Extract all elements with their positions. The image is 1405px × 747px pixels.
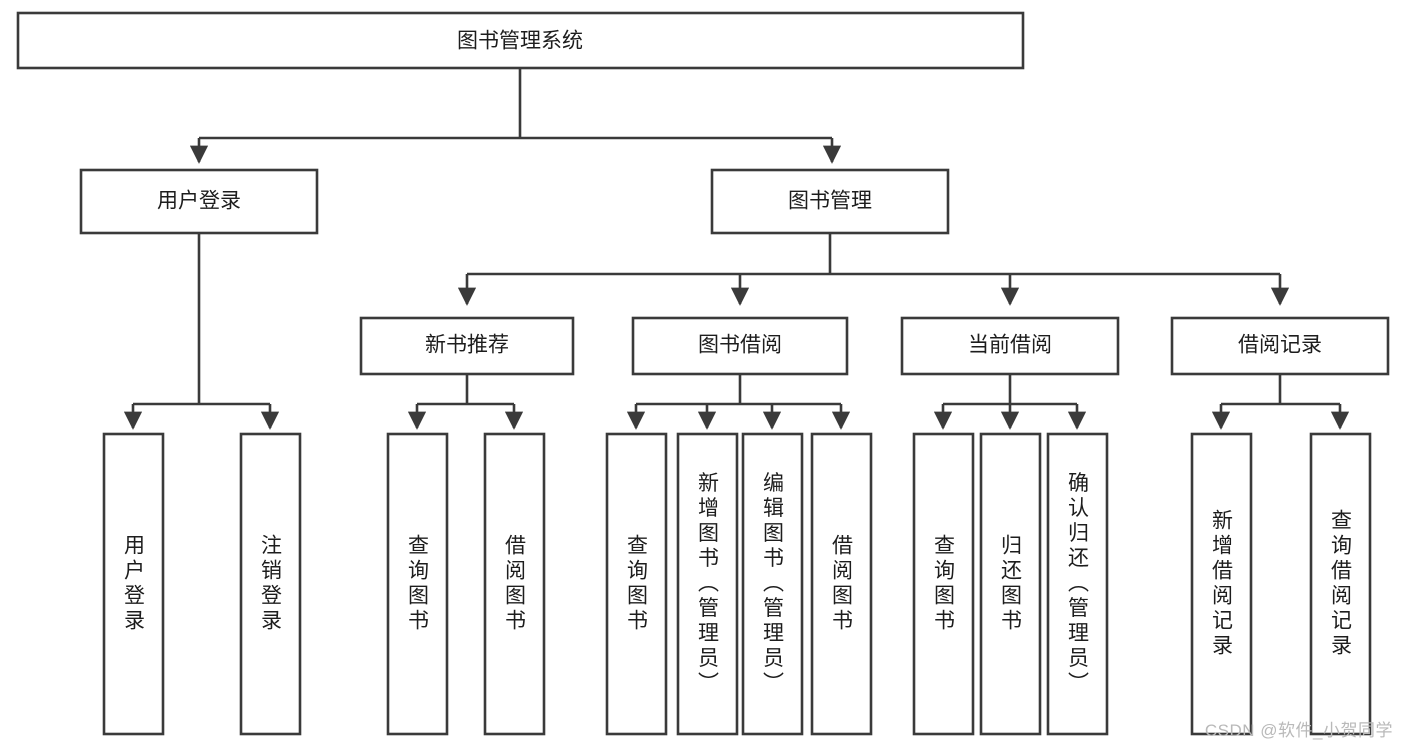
connector-newbook-to-leaves (407, 374, 524, 430)
leaf-current-return-label: 归还图书 (999, 534, 1023, 634)
leaf-record-add-label: 新增借阅记录 (1210, 509, 1234, 659)
node-book-management[interactable]: 图书管理 (710, 168, 950, 235)
connector-userlogin-to-leaves (123, 233, 280, 430)
leaf-borrow-query-label: 查询图书 (625, 534, 649, 634)
connector-current-to-leaves (933, 374, 1087, 430)
leaf-user-login-signout[interactable]: 注销登录 (239, 432, 302, 736)
leaf-borrow-borrow-book-label: 借阅图书 (830, 534, 854, 634)
leaf-record-add[interactable]: 新增借阅记录 (1190, 432, 1253, 736)
node-new-book-recommend[interactable]: 新书推荐 (359, 316, 575, 376)
node-user-login[interactable]: 用户登录 (79, 168, 319, 235)
leaf-user-login-signin-label: 用户登录 (122, 534, 146, 634)
node-current-borrow[interactable]: 当前借阅 (900, 316, 1120, 376)
node-book-management-label: 图书管理 (788, 190, 872, 213)
leaf-borrow-add-book-admin-label: 新增图书（管理员） (696, 472, 720, 697)
leaf-current-query-label: 查询图书 (932, 534, 956, 634)
leaf-newbook-query[interactable]: 查询图书 (386, 432, 449, 736)
connector-bookmgmt-to-level3 (457, 233, 1290, 306)
leaf-borrow-add-book-admin[interactable]: 新增图书（管理员） (676, 432, 739, 736)
node-root-system[interactable]: 图书管理系统 (16, 11, 1025, 70)
leaf-user-login-signout-label: 注销登录 (259, 534, 283, 634)
leaf-record-query[interactable]: 查询借阅记录 (1309, 432, 1372, 736)
leaf-current-query[interactable]: 查询图书 (912, 432, 975, 736)
node-current-borrow-label: 当前借阅 (968, 334, 1052, 357)
leaf-borrow-borrow-book[interactable]: 借阅图书 (810, 432, 873, 736)
node-borrow-record[interactable]: 借阅记录 (1170, 316, 1390, 376)
leaf-borrow-edit-book-admin-label: 编辑图书（管理员） (761, 472, 785, 697)
node-new-book-recommend-label: 新书推荐 (425, 334, 509, 357)
connector-root-to-level2 (189, 68, 842, 164)
connector-borrow-to-leaves (626, 374, 851, 430)
node-book-borrow-label: 图书借阅 (698, 334, 782, 357)
leaf-newbook-borrow-label: 借阅图书 (503, 534, 527, 634)
node-book-borrow[interactable]: 图书借阅 (631, 316, 849, 376)
leaf-borrow-edit-book-admin[interactable]: 编辑图书（管理员） (741, 432, 804, 736)
leaf-user-login-signin[interactable]: 用户登录 (102, 432, 165, 736)
leaf-borrow-query[interactable]: 查询图书 (605, 432, 668, 736)
leaf-record-query-label: 查询借阅记录 (1329, 509, 1353, 659)
connector-record-to-leaves (1211, 374, 1350, 430)
node-root-system-label: 图书管理系统 (457, 30, 583, 53)
node-user-login-label: 用户登录 (157, 190, 241, 213)
node-borrow-record-label: 借阅记录 (1238, 334, 1322, 357)
leaf-current-confirm-return-admin-label: 确认归还（管理员） (1066, 472, 1090, 697)
leaf-newbook-query-label: 查询图书 (406, 534, 430, 634)
leaf-current-return[interactable]: 归还图书 (979, 432, 1042, 736)
leaf-current-confirm-return-admin[interactable]: 确认归还（管理员） (1046, 432, 1109, 736)
leaf-newbook-borrow[interactable]: 借阅图书 (483, 432, 546, 736)
